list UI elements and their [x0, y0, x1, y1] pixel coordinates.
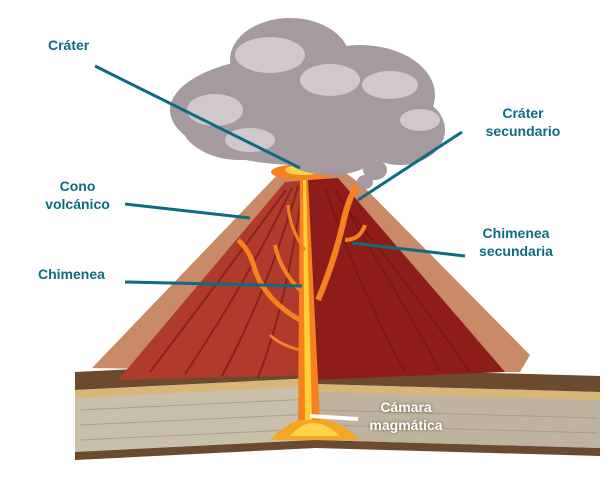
leader-crater [94, 64, 301, 170]
label-cone: Cono volcánico [30, 177, 125, 213]
label-chimney-text: Chimenea [38, 266, 105, 282]
ground-left [75, 360, 315, 460]
label-secondary-crater: Cráter secundario [468, 104, 578, 140]
label-secondary-crater-line2: secundario [485, 123, 561, 139]
label-cone-line1: Cono [59, 178, 96, 194]
label-magma-chamber-line1: Cámara [380, 399, 432, 415]
label-chimney: Chimenea [38, 265, 105, 283]
leader-secondary-crater [357, 130, 463, 202]
label-secondary-chimney: Chimenea secundaria [466, 224, 566, 260]
leader-lines [94, 64, 466, 288]
label-secondary-chimney-line2: secundaria [479, 243, 553, 259]
label-magma-chamber-line2: magmática [369, 417, 443, 433]
magma-chamber-pointer [309, 414, 359, 421]
label-secondary-crater-line1: Cráter [502, 105, 544, 121]
label-crater: Cráter [48, 36, 89, 54]
ground-right [315, 368, 600, 456]
label-magma-chamber: Cámara magmática [360, 398, 452, 434]
leader-secondary-chimney [351, 241, 466, 258]
brick-pattern [79, 398, 599, 441]
label-crater-text: Cráter [48, 37, 90, 53]
label-cone-line2: volcánico [45, 196, 110, 212]
cone-right-face [308, 178, 505, 380]
smoke-highlights [187, 37, 440, 152]
label-secondary-chimney-line1: Chimenea [482, 225, 550, 241]
leader-cone [124, 202, 251, 220]
leader-chimney [124, 280, 303, 288]
cone-left-face [118, 180, 312, 380]
